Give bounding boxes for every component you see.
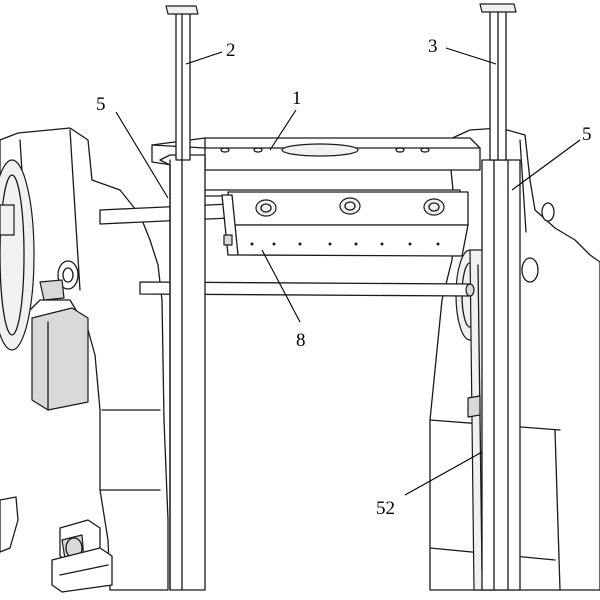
callout-3: 3 xyxy=(428,36,438,57)
leader-2 xyxy=(185,51,223,65)
right-guide-rod xyxy=(479,3,517,161)
top-plate xyxy=(151,137,481,171)
cutter-holes xyxy=(250,242,440,246)
leader-3 xyxy=(445,47,497,65)
leader-8 xyxy=(261,249,301,323)
cutter-block xyxy=(221,191,469,257)
right-column xyxy=(481,159,521,591)
leader-1 xyxy=(269,109,297,151)
callout-2: 2 xyxy=(226,40,236,61)
callout-8: 8 xyxy=(296,330,306,351)
left-guide-rod xyxy=(165,5,199,161)
leader-5-right xyxy=(511,139,581,191)
left-bolt-upper xyxy=(39,260,79,301)
callout-labels: 1 2 3 5 5 8 52 xyxy=(96,36,592,519)
leader-5-left xyxy=(115,111,169,199)
leader-52 xyxy=(404,451,483,496)
leader-lines xyxy=(115,47,581,496)
left-column xyxy=(159,154,206,591)
callout-52: 52 xyxy=(376,498,395,519)
callout-5-right: 5 xyxy=(582,124,592,145)
callout-5-left: 5 xyxy=(96,94,106,115)
left-housing xyxy=(0,127,169,593)
callout-1: 1 xyxy=(292,88,302,109)
cutter-bolts xyxy=(255,197,445,217)
